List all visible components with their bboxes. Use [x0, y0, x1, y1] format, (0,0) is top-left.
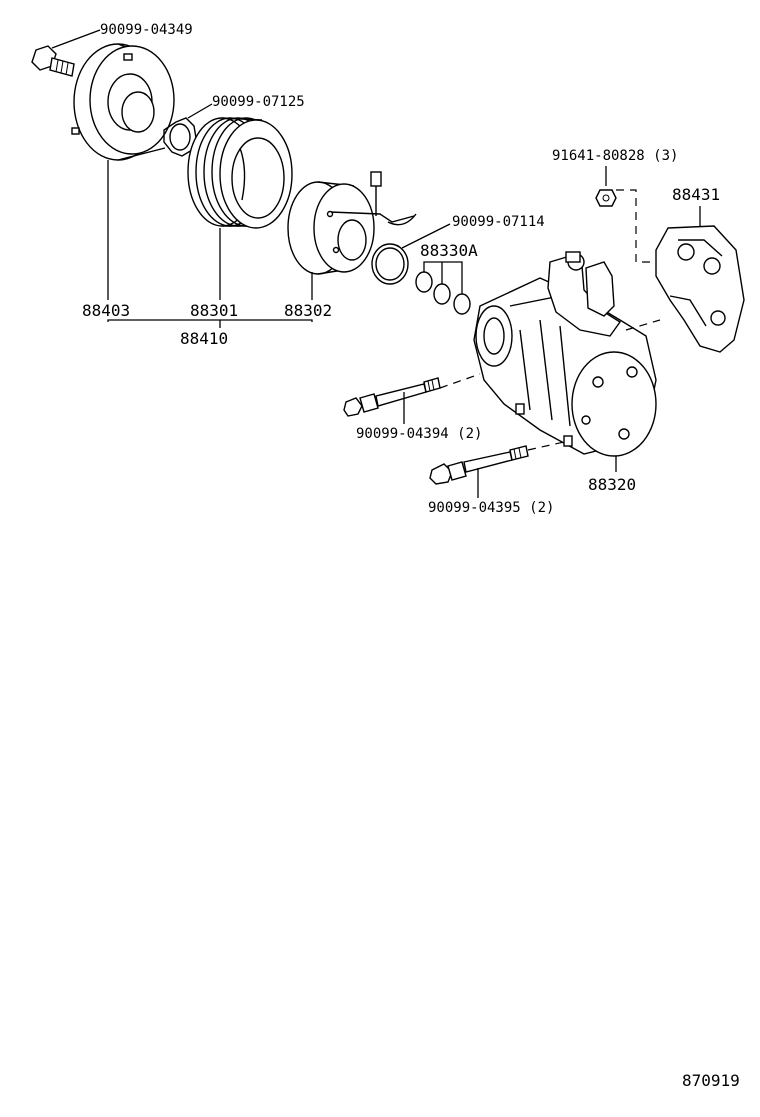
snap-ring[interactable] [163, 117, 197, 157]
callout-compressor[interactable]: 88320 [588, 475, 636, 494]
long-bolt-2[interactable] [429, 445, 529, 485]
callout-bolt-1[interactable]: 90099-04394 (2) [356, 426, 482, 442]
leader-shims [423, 261, 463, 294]
shims[interactable] [415, 271, 471, 315]
coil-ring[interactable] [371, 243, 409, 285]
catalog-code: 870919 [682, 1071, 740, 1090]
dash-bolt-2 [527, 441, 565, 451]
bracket-clutch-assy [107, 319, 313, 328]
callout-pulley[interactable]: 88301 [190, 301, 238, 320]
leader-snap-ring [187, 103, 213, 119]
clutch-hub[interactable] [71, 43, 175, 161]
stator-coil[interactable] [287, 171, 417, 275]
callout-clutch-assy[interactable]: 88410 [180, 329, 228, 348]
callout-stator[interactable]: 88302 [284, 301, 332, 320]
callout-bolt-2[interactable]: 90099-04395 (2) [428, 500, 554, 516]
pulley[interactable] [187, 117, 293, 229]
leader-coil-ring [401, 223, 451, 249]
bolt-top[interactable] [31, 45, 75, 77]
dash-bolt-1 [439, 373, 481, 389]
callout-hub[interactable]: 88403 [82, 301, 130, 320]
callout-nut[interactable]: 91641-80828 (3) [552, 148, 678, 164]
compressor[interactable] [473, 251, 657, 457]
leader-bolt-top [51, 29, 101, 49]
callout-bracket[interactable]: 88431 [672, 185, 720, 204]
long-bolt-1[interactable] [343, 377, 441, 417]
dash-bracket-comp [625, 319, 661, 331]
mount-bracket[interactable] [655, 225, 745, 353]
callout-snap-ring[interactable]: 90099-07125 [212, 94, 305, 110]
callout-coil-ring[interactable]: 90099-07114 [452, 214, 545, 230]
nut[interactable] [595, 189, 617, 207]
dash-nut-bracket [616, 189, 658, 263]
callout-shims[interactable]: 88330A [420, 241, 478, 260]
callout-bolt-top[interactable]: 90099-04349 [100, 22, 193, 38]
